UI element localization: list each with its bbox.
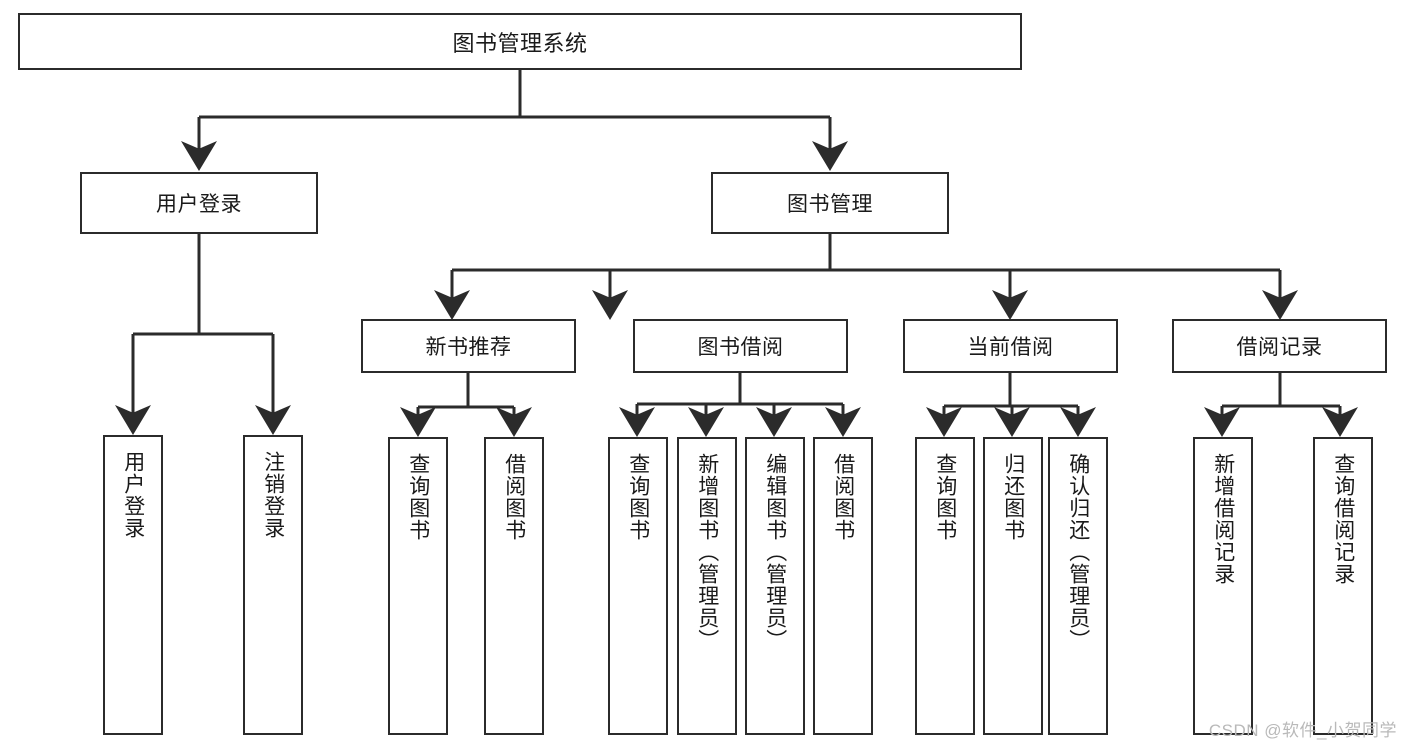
node-leaf-user-login[interactable]: 用户登录 [103, 435, 163, 735]
node-book-borrow[interactable]: 图书借阅 [633, 319, 848, 373]
node-leaf-add-record-label: 新增借阅记录 [1211, 453, 1235, 585]
node-leaf-borrow-book-2[interactable]: 借阅图书 [813, 437, 873, 735]
node-leaf-return-book[interactable]: 归还图书 [983, 437, 1043, 735]
node-current-borrow-label: 当前借阅 [967, 336, 1054, 359]
node-user-login[interactable]: 用户登录 [80, 172, 318, 234]
node-current-borrow[interactable]: 当前借阅 [903, 319, 1118, 373]
node-leaf-confirm-return-label: 确认归还（管理员） [1066, 453, 1090, 651]
node-book-manage-label: 图书管理 [787, 193, 873, 216]
node-leaf-return-book-label: 归还图书 [1001, 453, 1025, 541]
node-leaf-edit-book[interactable]: 编辑图书（管理员） [745, 437, 805, 735]
node-leaf-borrow-book-2-label: 借阅图书 [831, 453, 855, 541]
node-leaf-add-record[interactable]: 新增借阅记录 [1193, 437, 1253, 735]
node-leaf-borrow-book-1[interactable]: 借阅图书 [484, 437, 544, 735]
node-borrow-record[interactable]: 借阅记录 [1172, 319, 1387, 373]
node-leaf-query-book-1[interactable]: 查询图书 [388, 437, 448, 735]
node-leaf-edit-book-label: 编辑图书（管理员） [763, 453, 787, 651]
node-leaf-query-record[interactable]: 查询借阅记录 [1313, 437, 1373, 735]
node-leaf-user-logout[interactable]: 注销登录 [243, 435, 303, 735]
node-leaf-user-login-label: 用户登录 [121, 451, 145, 539]
node-leaf-confirm-return[interactable]: 确认归还（管理员） [1048, 437, 1108, 735]
node-user-login-label: 用户登录 [156, 193, 242, 216]
node-leaf-query-record-label: 查询借阅记录 [1331, 453, 1355, 585]
node-new-book-recommend-label: 新书推荐 [425, 336, 512, 359]
node-leaf-query-book-2-label: 查询图书 [626, 453, 650, 541]
node-root[interactable]: 图书管理系统 [18, 13, 1022, 70]
node-leaf-query-book-3-label: 查询图书 [933, 453, 957, 541]
node-borrow-record-label: 借阅记录 [1236, 336, 1323, 359]
node-leaf-query-book-2[interactable]: 查询图书 [608, 437, 668, 735]
node-leaf-add-book[interactable]: 新增图书（管理员） [677, 437, 737, 735]
node-leaf-query-book-1-label: 查询图书 [406, 453, 430, 541]
node-leaf-query-book-3[interactable]: 查询图书 [915, 437, 975, 735]
node-root-label: 图书管理系统 [452, 30, 588, 56]
node-leaf-user-logout-label: 注销登录 [261, 451, 285, 539]
node-leaf-add-book-label: 新增图书（管理员） [695, 453, 719, 651]
node-leaf-borrow-book-1-label: 借阅图书 [502, 453, 526, 541]
node-new-book-recommend[interactable]: 新书推荐 [361, 319, 576, 373]
node-book-borrow-label: 图书借阅 [697, 336, 784, 359]
node-book-manage[interactable]: 图书管理 [711, 172, 949, 234]
